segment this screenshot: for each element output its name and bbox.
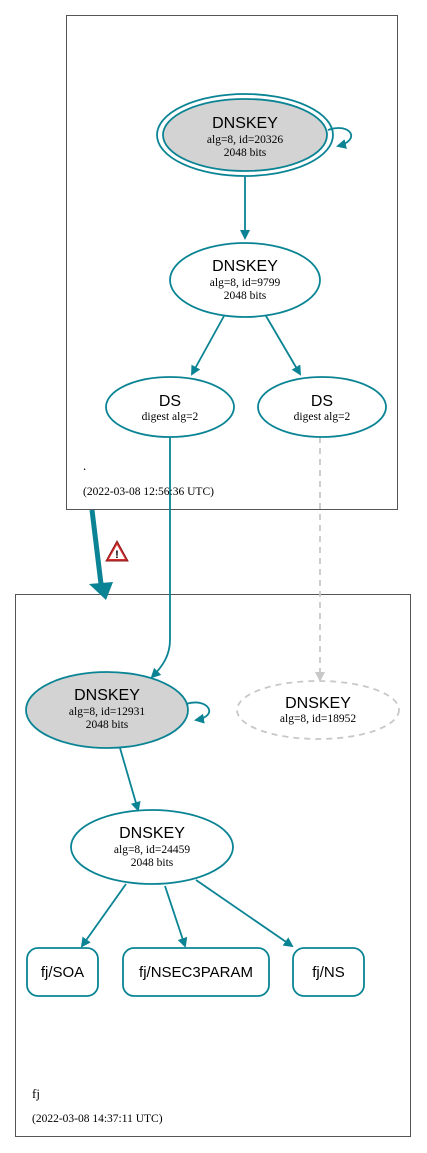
delegation-arrowhead <box>89 582 113 600</box>
node-fj-ksk-alg: alg=8, id=12931 <box>69 706 145 718</box>
node-fj-missing-title: DNSKEY <box>285 695 351 712</box>
node-fj-ksk-bits: 2048 bits <box>86 719 129 731</box>
rrset-fj-nsec3param-label: fj/NSEC3PARAM <box>139 964 253 981</box>
warning-symbol: ! <box>115 549 119 561</box>
warning-triangle-icon: ! <box>105 539 129 562</box>
rrset-fj-soa-label: fj/SOA <box>41 964 84 981</box>
node-root-ksk: DNSKEY alg=8, id=20326 2048 bits <box>156 93 334 177</box>
node-ds-2-title: DS <box>311 393 333 410</box>
node-fj-ksk: DNSKEY alg=8, id=12931 2048 bits <box>25 671 189 749</box>
node-fj-zsk-bits: 2048 bits <box>131 857 174 869</box>
node-ds-1-title: DS <box>159 393 181 410</box>
node-root-ksk-alg: alg=8, id=20326 <box>207 134 283 146</box>
edge-fj-ksk-self <box>185 701 210 724</box>
node-ds-2: DS digest alg=2 <box>257 376 387 438</box>
zone-root-timestamp: (2022-03-08 12:56:36 UTC) <box>83 486 214 498</box>
edge-zsk-ds1 <box>191 315 225 376</box>
zone-root-label: . <box>83 458 86 473</box>
zone-fj-box <box>15 594 411 1137</box>
node-root-ksk-bits: 2048 bits <box>224 147 267 159</box>
node-fj-zsk-alg: alg=8, id=24459 <box>114 844 190 856</box>
node-ds-1: DS digest alg=2 <box>105 376 235 438</box>
node-ds-1-digest: digest alg=2 <box>142 411 199 423</box>
edge-ds1-fj-ksk <box>150 437 171 679</box>
zone-root-box <box>66 15 398 510</box>
rrset-fj-nsec3param: fj/NSEC3PARAM <box>122 947 270 997</box>
node-root-zsk-bits: 2048 bits <box>224 290 267 302</box>
zone-fj-timestamp: (2022-03-08 14:37:11 UTC) <box>32 1113 163 1125</box>
node-fj-missing-alg: alg=8, id=18952 <box>280 713 356 725</box>
node-fj-ksk-title: DNSKEY <box>74 687 140 704</box>
delegation-edge <box>89 509 104 585</box>
rrset-fj-ns-label: fj/NS <box>312 964 345 981</box>
rrset-fj-soa: fj/SOA <box>26 947 99 997</box>
node-ds-2-digest: digest alg=2 <box>294 411 351 423</box>
zone-fj-label: fj <box>32 1086 40 1101</box>
node-root-zsk-alg: alg=8, id=9799 <box>210 277 281 289</box>
edge-fj-zsk-nsec3param <box>164 885 188 948</box>
node-root-ksk-title: DNSKEY <box>212 115 278 132</box>
edge-fj-zsk-ns <box>195 879 294 948</box>
node-fj-missing-key: DNSKEY alg=8, id=18952 <box>236 680 400 740</box>
node-root-zsk: DNSKEY alg=8, id=9799 2048 bits <box>169 242 321 318</box>
rrset-fj-ns: fj/NS <box>292 947 365 997</box>
edge-fj-zsk-soa <box>80 883 127 948</box>
node-fj-zsk-title: DNSKEY <box>119 825 185 842</box>
node-root-zsk-title: DNSKEY <box>212 258 278 275</box>
node-fj-zsk: DNSKEY alg=8, id=24459 2048 bits <box>70 809 234 885</box>
edge-root-ksk-self <box>327 127 352 149</box>
edge-fj-ksk-zsk <box>119 747 141 812</box>
edge-zsk-ds2 <box>265 315 302 376</box>
